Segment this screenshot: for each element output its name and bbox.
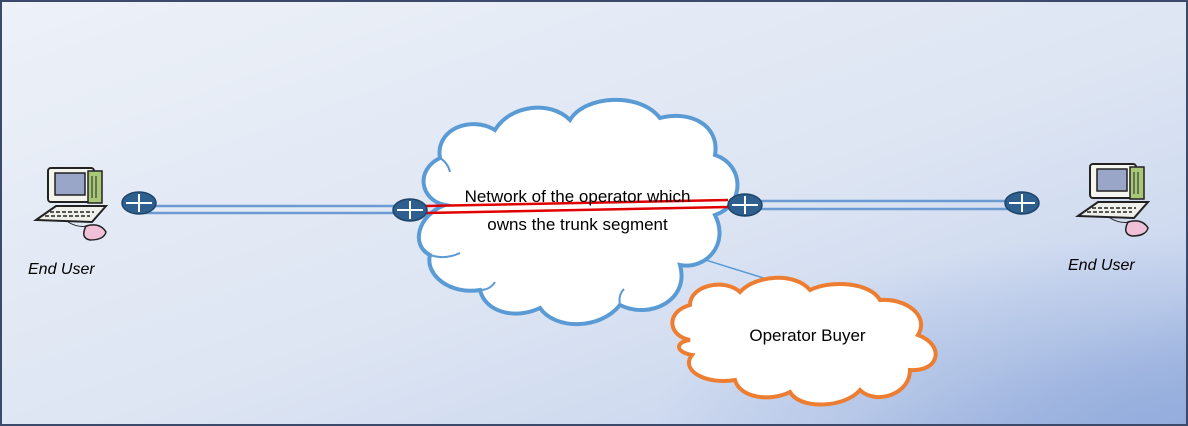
router-icon bbox=[121, 191, 157, 215]
network-cloud-label: Network of the operator which owns the t… bbox=[405, 183, 750, 239]
router-icon bbox=[1004, 191, 1040, 215]
link-right bbox=[745, 199, 1022, 211]
buyer-cloud-icon bbox=[670, 275, 938, 407]
trunk-segment bbox=[424, 198, 729, 215]
link-left bbox=[138, 204, 410, 215]
buyer-cloud-label: Operator Buyer bbox=[749, 326, 866, 345]
network-cloud-label-line1: Network of the operator which bbox=[464, 187, 691, 206]
end-user-left-label: End User bbox=[28, 261, 95, 278]
network-cloud-label-line2: owns the trunk segment bbox=[487, 215, 668, 234]
end-user-right-label: End User bbox=[1068, 257, 1135, 274]
